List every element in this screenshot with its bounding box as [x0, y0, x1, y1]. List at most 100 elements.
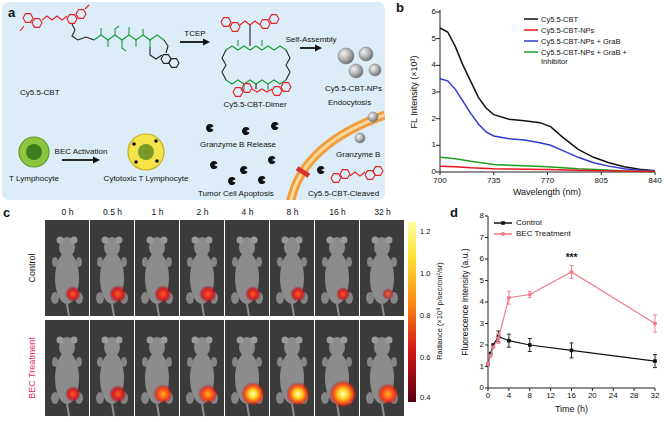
- cleaved-molecule-part-part: [350, 172, 365, 176]
- time-course-axes: [485, 216, 655, 391]
- cleaved-molecule-part-part: [340, 170, 350, 179]
- dimer-molecule: [221, 15, 291, 97]
- time-course-axes-part: [485, 216, 488, 388]
- tick-label: 6: [480, 254, 484, 263]
- mouse-images-part: [360, 220, 404, 316]
- mouse-images-part: [270, 320, 314, 416]
- granzyme-b-symbols-part: [242, 127, 250, 135]
- reaction-condition: Self-Assembly: [285, 35, 336, 45]
- tick-label: 5: [432, 34, 436, 43]
- cleaved-molecule-part-part: [373, 167, 383, 176]
- dimer-molecule-part-part: [281, 83, 291, 92]
- granzyme-b-symbols-part: [240, 166, 248, 174]
- mouse-images-part: [135, 220, 179, 316]
- control-series-part: [488, 336, 655, 364]
- tick-label: 3: [480, 319, 484, 328]
- dimer-molecule-part: [222, 25, 290, 89]
- reaction-condition: BEC Activation: [55, 147, 108, 157]
- fluorescence-signal-part: [65, 386, 81, 402]
- nanoparticles-part: [359, 47, 373, 61]
- time-point-label: 2 h: [197, 208, 209, 218]
- tick-label: 1: [432, 141, 436, 150]
- color-scale-bar-part: [408, 222, 416, 402]
- control-series-part: [496, 331, 657, 368]
- cleaved-molecule: [331, 167, 383, 183]
- tick-label: 20: [588, 391, 597, 400]
- arrow-shaft: [300, 47, 316, 49]
- mouse-images: [45, 220, 404, 416]
- dimer-molecule-part-part: [240, 21, 260, 25]
- granzyme-b-symbols-part: [268, 156, 276, 164]
- dimer-molecule-part-part: [252, 89, 272, 92]
- legend-sample: [523, 48, 539, 56]
- time-point-label: 0 h: [62, 208, 74, 218]
- treatment-series-part: [496, 265, 657, 343]
- spectrum-curves-part: [440, 157, 655, 171]
- dimer-molecule-part-part: [260, 20, 270, 29]
- dimer-molecule-part-part: [230, 23, 240, 32]
- nanoparticles-part: [349, 64, 363, 78]
- reaction-arrow: [62, 157, 100, 164]
- time-point-label: 8 h: [287, 208, 299, 218]
- dimer-molecule-part-part: [272, 87, 282, 96]
- mouse-images-part: [360, 320, 404, 416]
- cell-node: T Lymphocyte: [6, 128, 62, 184]
- row-label: BEC Treatment: [27, 337, 37, 399]
- tick-label: 700: [433, 176, 446, 185]
- nanoparticles: [338, 47, 381, 143]
- tick-label: 32: [651, 391, 660, 400]
- fluorescence-signal-part: [245, 286, 261, 302]
- treatment-series-part-part: [507, 296, 511, 300]
- axis-title: Wavelength (nm): [513, 187, 581, 197]
- molecule-label: Cy5.5-CBT-Cleaved: [308, 189, 379, 198]
- cleaved-molecule-part: [331, 167, 383, 183]
- significance-mark: ***: [566, 252, 578, 264]
- cy55-cbt-molecule-part-part: [20, 5, 89, 31]
- control-series-part-part: [528, 343, 532, 347]
- dimer-molecule-part-part: [233, 88, 243, 97]
- spectrum-curves-part: [440, 28, 655, 171]
- dimer-molecule-part-part: [242, 84, 252, 93]
- cytotoxic-t-cell-part: [138, 144, 154, 160]
- legend-marker: [501, 232, 505, 236]
- time-point-label: 16 h: [329, 208, 346, 218]
- reaction-condition: TCEP: [184, 29, 205, 39]
- cy55-cbt-molecule-part-part: [67, 15, 77, 24]
- fluorescence-signal-part: [154, 285, 172, 303]
- cy55-cbt-molecule-part: [72, 24, 94, 40]
- mouse-images-part: [45, 320, 89, 416]
- cy55-cbt-molecule-part: [20, 5, 89, 31]
- mouse-images-part: [90, 320, 134, 416]
- cy55-cbt-molecule-part-part: [42, 16, 67, 20]
- panel-letter: d: [450, 206, 458, 221]
- legend-sample: [523, 26, 539, 34]
- fluorescence-signal-part: [109, 385, 127, 403]
- cell-name: Cytotoxic T Lymphocyte: [104, 174, 189, 184]
- fluorescence-signal-part: [286, 382, 310, 406]
- mouse-images-part: [225, 320, 269, 416]
- tick-label: 7: [480, 233, 484, 242]
- control-series: [486, 331, 657, 368]
- dimer-molecule-part-part: [269, 15, 279, 24]
- mouse-images-part: [315, 320, 359, 416]
- spectrum-curves: [440, 28, 655, 171]
- legend-line: [524, 40, 538, 42]
- axis-title: Time (h): [555, 404, 588, 414]
- scale-tick-label: 0.8: [420, 312, 430, 321]
- cell-name: T Lymphocyte: [9, 174, 59, 184]
- row-label: Control: [27, 253, 37, 282]
- cell-node: Cytotoxic T Lymphocyte: [100, 128, 192, 184]
- panel-letter: a: [8, 5, 15, 21]
- process-label: Endocytosis: [328, 98, 371, 107]
- cell-membrane-part: [290, 115, 385, 200]
- legend-line: [524, 29, 538, 31]
- nanoparticles-part: [368, 112, 378, 122]
- legend-text: Control: [516, 218, 616, 228]
- control-series-part: [486, 335, 657, 367]
- fluorescence-signal-part: [198, 384, 218, 404]
- cy55-cbt-molecule-part: [161, 55, 179, 68]
- arrow-head: [93, 157, 100, 164]
- treatment-series-part-part: [489, 354, 493, 358]
- cell-membrane: [290, 115, 385, 200]
